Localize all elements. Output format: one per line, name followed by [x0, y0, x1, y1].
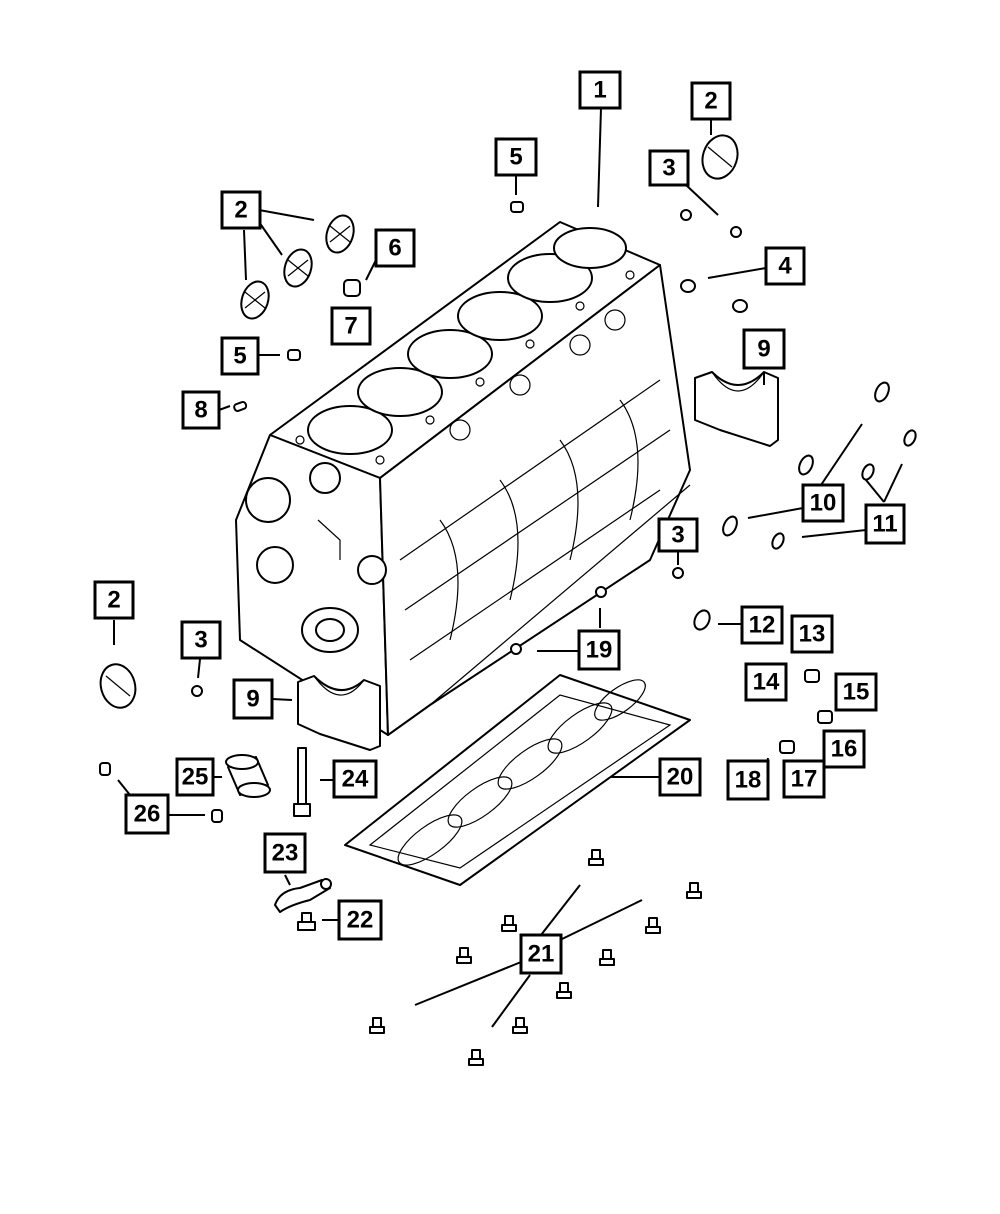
callout-label: 6 — [388, 235, 401, 262]
bedplate — [344, 674, 691, 886]
callout-label: 12 — [749, 612, 776, 639]
callout-label: 3 — [671, 522, 684, 549]
callout-26[interactable]: 26 — [124, 793, 170, 835]
callout-label: 14 — [753, 669, 780, 696]
callout-14[interactable]: 14 — [744, 662, 788, 702]
callout-3-middle[interactable]: 3 — [657, 517, 699, 553]
callout-18[interactable]: 18 — [726, 759, 770, 801]
callout-4[interactable]: 4 — [764, 246, 806, 286]
callout-8[interactable]: 8 — [181, 390, 221, 430]
callout-13[interactable]: 13 — [790, 614, 834, 654]
callout-label: 5 — [233, 343, 246, 370]
callout-label: 7 — [344, 313, 357, 340]
callout-label: 20 — [667, 764, 694, 791]
callout-10[interactable]: 10 — [801, 483, 845, 523]
callout-17[interactable]: 17 — [782, 759, 826, 799]
callout-24[interactable]: 24 — [332, 759, 378, 799]
callout-label: 15 — [843, 679, 870, 706]
cam-bushing — [225, 754, 271, 798]
main-bearing-cap-lower — [297, 675, 381, 751]
callout-label: 25 — [182, 764, 209, 791]
callout-12[interactable]: 12 — [740, 605, 784, 645]
callout-label: 17 — [791, 766, 818, 793]
nozzle-bolt — [297, 912, 316, 931]
callout-label: 10 — [810, 490, 837, 517]
callout-3-left[interactable]: 3 — [180, 620, 222, 660]
callout-20[interactable]: 20 — [658, 757, 702, 797]
callout-25[interactable]: 25 — [175, 757, 215, 797]
callout-label: 4 — [778, 253, 792, 280]
callout-6[interactable]: 6 — [374, 228, 416, 268]
callout-9-right[interactable]: 9 — [742, 328, 786, 370]
callout-5-left[interactable]: 5 — [220, 336, 260, 376]
callout-label: 2 — [234, 197, 247, 224]
callout-1[interactable]: 1 — [578, 70, 622, 110]
callout-7[interactable]: 7 — [330, 306, 372, 346]
callout-9-left[interactable]: 9 — [232, 678, 274, 720]
callout-label: 21 — [528, 941, 555, 968]
callout-22[interactable]: 22 — [337, 899, 383, 941]
callout-19[interactable]: 19 — [577, 629, 621, 671]
callout-label: 5 — [509, 144, 522, 171]
callout-2-upper-right[interactable]: 2 — [690, 81, 732, 121]
bedplate-bolts — [369, 849, 702, 1066]
callout-label: 1 — [593, 77, 606, 104]
callout-3-upper[interactable]: 3 — [648, 149, 690, 187]
callout-2-left[interactable]: 2 — [93, 580, 135, 620]
small-fittings — [99, 201, 917, 823]
callout-label: 23 — [272, 840, 299, 867]
callout-label: 2 — [704, 88, 717, 115]
callout-label: 9 — [246, 686, 259, 713]
callout-label: 26 — [134, 801, 161, 828]
callout-label: 22 — [347, 907, 374, 934]
callout-15[interactable]: 15 — [834, 672, 878, 712]
callout-label: 8 — [194, 397, 207, 424]
callout-5-upper[interactable]: 5 — [494, 137, 538, 177]
callout-label: 16 — [831, 736, 858, 763]
callout-label: 11 — [872, 511, 897, 538]
oil-nozzle — [274, 878, 332, 913]
callout-label: 19 — [586, 637, 613, 664]
callout-11[interactable]: 11 — [864, 503, 906, 545]
main-bearing-cap-upper — [694, 371, 779, 447]
callout-23[interactable]: 23 — [263, 832, 307, 874]
expansion-plugs — [99, 134, 739, 709]
long-bolt — [293, 747, 311, 817]
leader-lines — [113, 107, 903, 1028]
callout-label: 2 — [107, 587, 120, 614]
callout-label: 18 — [735, 767, 762, 794]
callout-label: 24 — [342, 766, 369, 793]
callout-label: 3 — [662, 155, 675, 182]
callout-2-upper-left[interactable]: 2 — [220, 190, 262, 230]
callout-label: 3 — [194, 627, 207, 654]
callout-label: 13 — [799, 621, 826, 648]
callout-16[interactable]: 16 — [822, 729, 866, 769]
engine-block — [235, 221, 691, 736]
callout-21[interactable]: 21 — [519, 933, 563, 975]
callout-label: 9 — [757, 336, 770, 363]
